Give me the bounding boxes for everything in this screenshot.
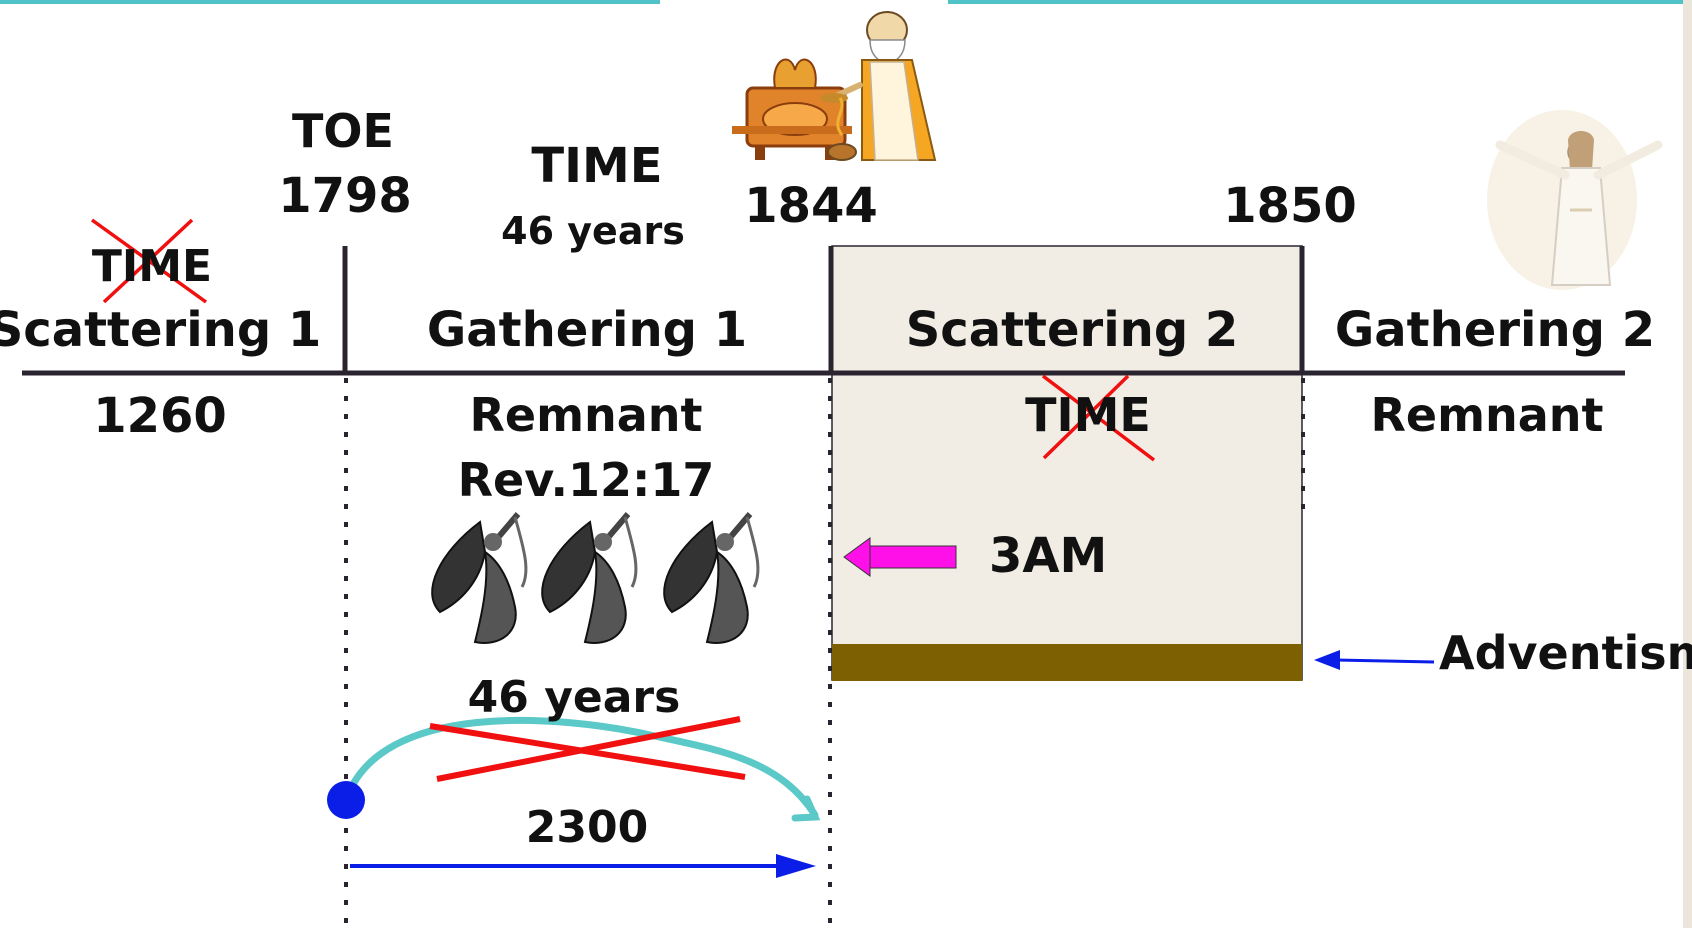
- returning-christ-icon: [1487, 110, 1663, 290]
- trumpet-angel-icon: [431, 512, 528, 644]
- cross-over-46-years: [429, 716, 746, 782]
- three-trumpet-angels-icon: [431, 512, 760, 644]
- toe-label: TOE: [292, 104, 394, 158]
- adventism-bar: [832, 644, 1302, 681]
- gathering-1-title: Gathering 1: [426, 302, 748, 358]
- high-priest-censer-ark-icon: [732, 11, 937, 161]
- 3am-label: 3AM: [989, 528, 1108, 584]
- top-border: [948, 0, 1692, 4]
- 46-years-curve: [342, 716, 821, 822]
- time-label: TIME: [531, 138, 663, 194]
- start-point: [327, 781, 365, 819]
- trumpet-angel-icon: [541, 512, 638, 644]
- adventism-label: Adventism: [1439, 626, 1692, 680]
- scattering-2-crossed-time: TIME: [1025, 388, 1151, 442]
- top-border: [0, 0, 660, 4]
- gathering-2-remnant: Remnant: [1370, 388, 1604, 442]
- adventism-arrow: [1314, 650, 1435, 670]
- right-edge-border: [1683, 0, 1692, 928]
- cross-over-time-2: [1041, 374, 1156, 462]
- crossed-46-years-label: 46 years: [467, 672, 681, 723]
- scattering-2-box: [831, 245, 1303, 681]
- scattering-2-title: Scattering 2: [905, 302, 1239, 358]
- gathering-1-remnant: Remnant: [469, 388, 703, 442]
- gathering-2-title: Gathering 2: [1334, 302, 1656, 358]
- scattering-1-period: 1260: [93, 388, 227, 444]
- 2300-arrow: [350, 854, 816, 878]
- cross-over-time-1: [90, 218, 208, 304]
- scattering-1-crossed-time: TIME: [91, 241, 213, 292]
- year-1844-label: 1844: [744, 178, 878, 234]
- year-1798-label: 1798: [278, 168, 412, 224]
- trumpet-angel-icon: [663, 512, 760, 644]
- time-years-label: 46 years: [501, 209, 685, 253]
- gathering-1-reference: Rev.12:17: [457, 453, 715, 507]
- scattering-1-title: Scattering 1: [0, 302, 322, 358]
- 2300-label: 2300: [525, 802, 649, 853]
- 3am-arrow: [843, 537, 957, 577]
- year-1850-label: 1850: [1223, 178, 1357, 234]
